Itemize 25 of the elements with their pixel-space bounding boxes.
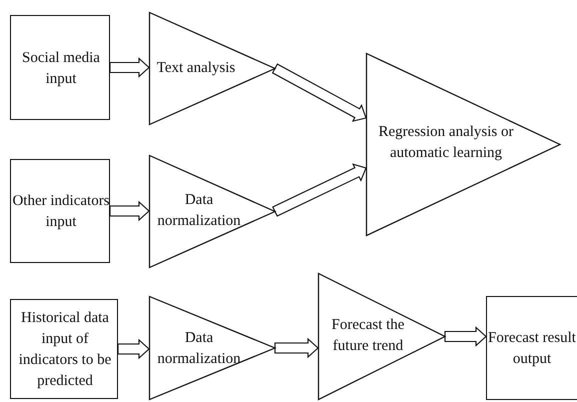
block-arrow	[444, 326, 487, 347]
process-box	[10, 159, 110, 263]
node-label: Forecast result output	[488, 330, 576, 367]
block-arrow	[109, 200, 150, 222]
block-arrow	[117, 338, 150, 360]
block-arrow	[109, 57, 150, 78]
triangle-block	[149, 296, 275, 400]
node-label: Text analysis	[156, 60, 236, 76]
triangle-block	[366, 53, 560, 236]
triangle-block	[318, 273, 445, 400]
triangle-block	[149, 12, 275, 125]
process-box	[486, 296, 577, 400]
node-label: Other indicators input	[12, 193, 110, 230]
node-label: Regression analysis or automatic learning	[378, 124, 514, 161]
process-box	[10, 15, 110, 120]
process-box	[10, 299, 118, 399]
node-label: Forecast the future trend	[332, 317, 404, 354]
triangle-block	[149, 155, 275, 268]
block-arrow	[274, 338, 319, 358]
node-label: Historical data input of indicators to be predicted	[18, 310, 112, 389]
block-arrow	[272, 63, 367, 122]
node-label: Data normalization	[157, 192, 241, 229]
node-label: Social media input	[22, 50, 100, 86]
node-label: Data normalization	[157, 330, 241, 367]
block-arrow	[272, 163, 367, 217]
